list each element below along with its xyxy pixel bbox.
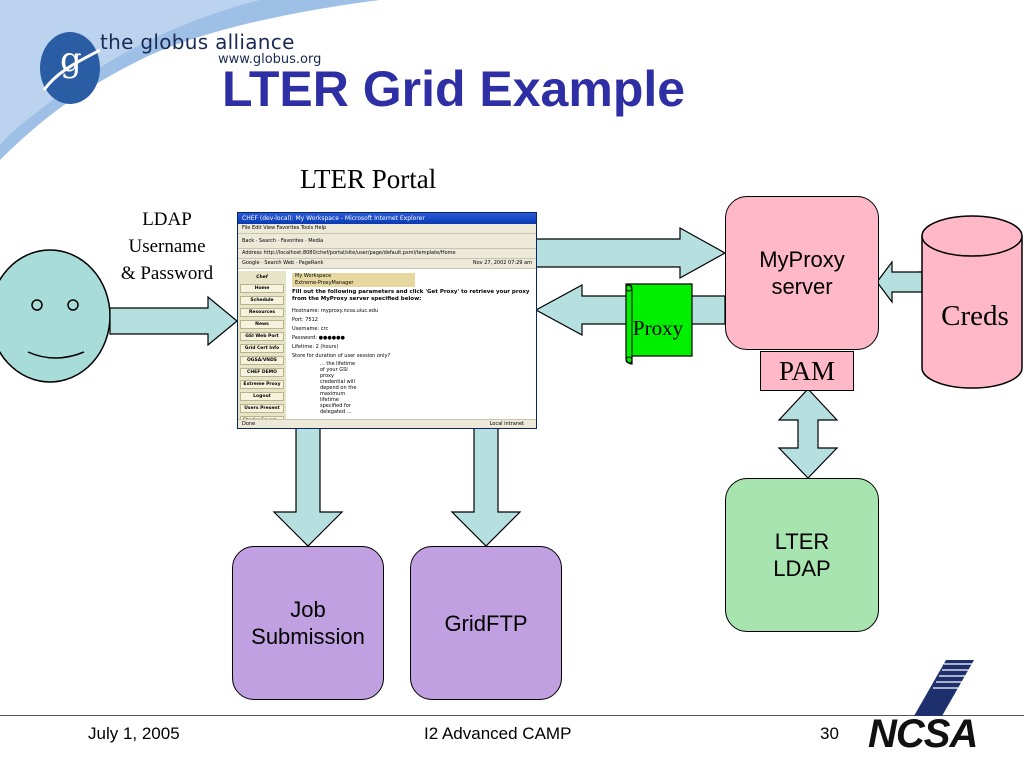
header-logo-text: the globus alliance [100,30,295,54]
form-row: Password: ●●●●●● [292,335,345,341]
globus-logo-icon [40,32,101,104]
browser-toolbar: Back · Search · Favorites · Media [238,234,536,249]
job-label-line: Submission [251,624,365,649]
pam-box: PAM [760,351,854,391]
browser-links-bar: Google · Search Web · PageRank Nov 27, 2… [238,259,536,269]
arrow-pam-ldap [777,388,839,479]
portal-intro-text: Fill out the following parameters and cl… [292,289,530,302]
browser-status-bar: Done Local intranet [238,419,536,428]
footer-date: July 1, 2005 [88,724,180,743]
portal-note-text: ... the lifetime of your GSI proxy crede… [320,361,357,415]
hostname-value: myproxy.ncsa.uiuc.edu [320,308,379,314]
gridftp-label: GridFTP [444,610,528,636]
lter-ldap-node: LTER LDAP [725,478,879,632]
form-row: Username: crc [292,326,329,332]
portal-content-header: My Workspace Extreme-ProxyManager [292,273,415,287]
job-label-line: Job [290,597,326,622]
form-row: Hostname: myproxy.ncsa.uiuc.edu [292,308,379,314]
footer-page-number: 30 [820,724,839,743]
lter-ldap-label-line: LDAP [773,556,831,581]
portal-sidebar-item: Logout [240,392,284,401]
arrow-portal-to-myproxy [535,226,727,280]
globus-logo-letter: g [60,40,82,80]
portal-logo: Chef [240,274,284,281]
portal-sidebar-item: Extreme Proxy [240,380,284,389]
port-value: 7512 [305,317,318,323]
portal-sidebar-item: Schedule [240,296,284,305]
browser-status-left: Done [242,421,256,427]
arrow-creds-to-myproxy [876,260,923,304]
browser-title-bar: CHEF (dev-local): My Workspace - Microso… [238,213,536,224]
portal-sidebar-item: CHEF DEMO [240,368,284,377]
portal-sidebar-item: Resources [240,308,284,317]
footer-divider [0,715,1024,716]
arrow-portal-to-gridftp [450,426,522,547]
lifetime-value: 2 (hours) [315,344,339,350]
job-submission-node: Job Submission [232,546,384,700]
footer-event: I2 Advanced CAMP [424,724,572,743]
creds-cylinder-icon [921,215,1023,389]
ldap-label-line: Username [128,236,206,257]
portal-sidebar-item: Grid Cert Info [240,344,284,353]
header-url: www.globus.org [218,52,322,67]
portal-label: LTER Portal [300,164,437,194]
arrow-user-to-portal [109,295,238,347]
creds-label: Creds [941,300,1009,332]
portal-sidebar-item: Home [240,284,284,293]
browser-menu-bar: File Edit View Favorites Tools Help [238,224,536,234]
portal-browser-screenshot: CHEF (dev-local): My Workspace - Microso… [237,212,537,429]
lter-ldap-label-line: LTER [774,529,830,554]
ncsa-logo-text: NCSA [868,712,978,756]
gridftp-node: GridFTP [410,546,562,700]
myproxy-label-line: MyProxy [759,247,845,272]
ldap-label-line: LDAP [142,209,192,230]
portal-sidebar-item: Users Present [240,404,284,413]
user-face-icon [0,249,111,383]
ncsa-logo-icon [914,660,974,716]
ldap-label-line: & Password [120,263,214,284]
slide-title: LTER Grid Example [222,61,686,117]
portal-sidebar-item: GSI Web Port [240,332,284,341]
browser-date: Nov 27, 2002 07:29 am [472,260,532,266]
password-value: ●●●●●● [318,335,345,341]
myproxy-label-line: server [771,274,833,299]
ldap-credentials-label: LDAP Username & Password [108,206,226,287]
proxy-scroll-icon [625,283,693,365]
form-row: Lifetime: 2 (hours) [292,344,339,350]
myproxy-server-node: MyProxy server [725,196,879,350]
form-row: Port: 7512 [292,317,318,323]
portal-sidebar-item: News [240,320,284,329]
username-value: crc [320,326,329,332]
store-option-text: Store for duration of user session only? [292,353,391,359]
browser-status-right: Local intranet [489,421,524,427]
browser-address-bar: Address http://localhost:8080/chef/porta… [238,249,536,259]
arrow-portal-to-job [272,426,344,547]
portal-content: My Workspace Extreme-ProxyManager Fill o… [288,271,534,419]
proxy-label: Proxy [632,316,684,340]
browser-links-text: Google · Search Web · PageRank [242,260,324,266]
portal-sidebar: Chef Home Schedule Resources News GSI We… [238,271,286,425]
portal-sidebar-item: OGSA/VNDS [240,356,284,365]
